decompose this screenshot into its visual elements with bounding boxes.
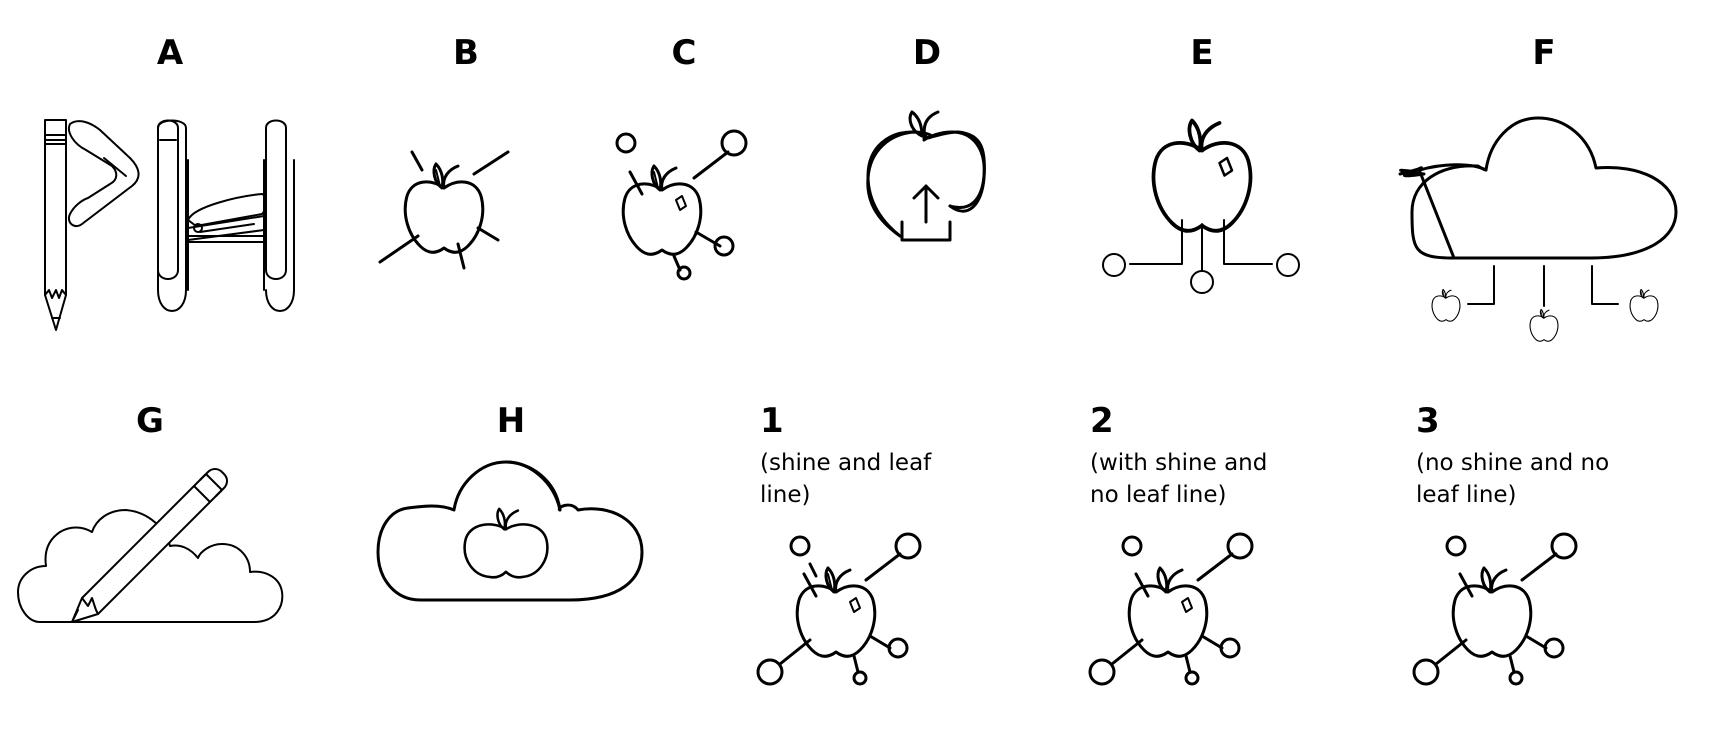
- apple-network-icon: [615, 129, 748, 281]
- label-a: A: [156, 33, 184, 73]
- label-2: 2: [1090, 401, 1114, 441]
- apple-network-shine-leaf-line-icon: [756, 532, 922, 686]
- label-d: D: [912, 33, 942, 73]
- caption-1: (shine and leaf line): [760, 450, 932, 508]
- label-3: 3: [1416, 401, 1440, 441]
- cloud-apple-icon: [376, 460, 644, 602]
- apple-upload-icon: [866, 110, 986, 242]
- label-g: G: [136, 401, 164, 441]
- cloud-apples-icon: [1398, 116, 1678, 342]
- apple-network-shine-icon: [1088, 532, 1254, 686]
- label-c: C: [671, 33, 697, 73]
- label-f: F: [1532, 33, 1556, 73]
- apple-connections-icon: [1102, 118, 1300, 294]
- label-b: B: [453, 33, 479, 73]
- pencil-pin-clip-stapler-icon: [44, 119, 295, 331]
- label-h: H: [496, 401, 526, 441]
- caption-3: (no shine and no leaf line): [1416, 450, 1610, 508]
- cloud-pencil-icon: [17, 468, 284, 623]
- apple-network-plain-icon: [1412, 532, 1578, 686]
- label-1: 1: [760, 401, 784, 441]
- label-e: E: [1190, 33, 1214, 73]
- apple-crossed-lines-icon: [378, 150, 510, 270]
- caption-2: (with shine and no leaf line): [1090, 450, 1268, 508]
